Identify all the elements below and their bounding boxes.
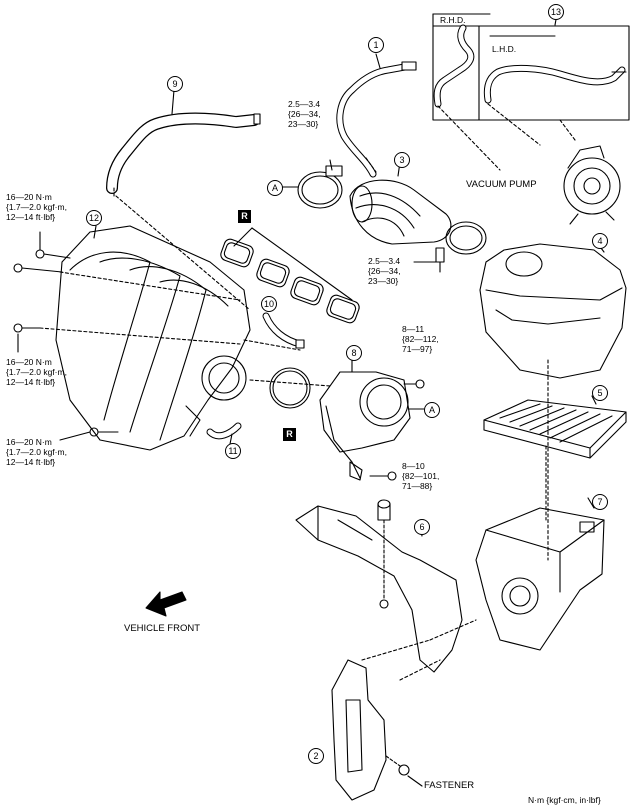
air-element-5 [483, 395, 627, 459]
callout-9: 9 [167, 76, 183, 92]
throttle-gasket [269, 367, 311, 409]
callout-4: 4 [592, 233, 608, 249]
callout-2: 2 [308, 748, 324, 764]
reference-a-upper: A [267, 180, 283, 196]
torque-clamp-upper: 2.5—3.4 {26—34, 23—30} [288, 99, 321, 129]
torque-manifold-bottom: 16—20 N·m {1.7—2.0 kgf·m, 12—14 ft·lbf} [6, 437, 67, 467]
torque-throttle-upper: 8—11 {82—112, 71—97} [402, 324, 439, 354]
torque-throttle-lower: 8—10 {82—101, 71—88} [402, 461, 440, 491]
fastener-label: FASTENER [424, 780, 475, 791]
air-cleaner-cover-4 [479, 243, 627, 379]
intake-manifold-12 [55, 225, 251, 451]
small-hoses-10-11 [206, 299, 305, 445]
callout-1: 1 [368, 37, 384, 53]
replace-mark-gaskets: R [238, 210, 251, 223]
lhd-label: L.H.D. [492, 44, 517, 54]
alignment-lines [545, 359, 549, 561]
manifold-leaders [39, 195, 331, 387]
hose-1 [336, 53, 417, 178]
rhd-label: R.H.D. [440, 15, 466, 25]
inset-leaders [437, 103, 576, 171]
manifold-bolts [13, 249, 119, 437]
callout-7: 7 [592, 494, 608, 510]
bracket-2 [331, 659, 423, 801]
callout-3: 3 [394, 152, 410, 168]
vacuum-pump [563, 145, 621, 225]
hose-9 [106, 89, 261, 199]
reference-a-lower: A [424, 402, 440, 418]
replace-mark-throttle-gasket: R [283, 428, 296, 441]
vehicle-front-label: VEHICLE FRONT [124, 623, 201, 634]
torque-clamp-lower: 2.5—3.4 {26—34, 23—30} [368, 256, 401, 286]
callout-12: 12 [86, 210, 102, 226]
units-note: N·m {kgf·cm, in·lbf} [528, 795, 601, 805]
torque-leaders [17, 159, 437, 441]
vehicle-front-arrow-icon [145, 591, 187, 617]
callout-13: 13 [548, 4, 564, 20]
callout-6: 6 [414, 519, 430, 535]
torque-manifold-mid: 16—20 N·m {1.7—2.0 kgf·m, 12—14 ft·lbf} [6, 357, 67, 387]
callout-10: 10 [261, 296, 277, 312]
callout-11: 11 [225, 443, 241, 459]
vacuum-pump-label: VACUUM PUMP [466, 179, 537, 190]
torque-manifold-top: 16—20 N·m {1.7—2.0 kgf·m, 12—14 ft·lbf} [6, 192, 67, 222]
callout-8: 8 [346, 345, 362, 361]
throttle-body-8 [319, 359, 425, 481]
callout-5: 5 [592, 385, 608, 401]
air-cleaner-case-7 [475, 497, 605, 651]
manifold-gaskets [220, 227, 360, 324]
duct-leaders [361, 619, 477, 681]
